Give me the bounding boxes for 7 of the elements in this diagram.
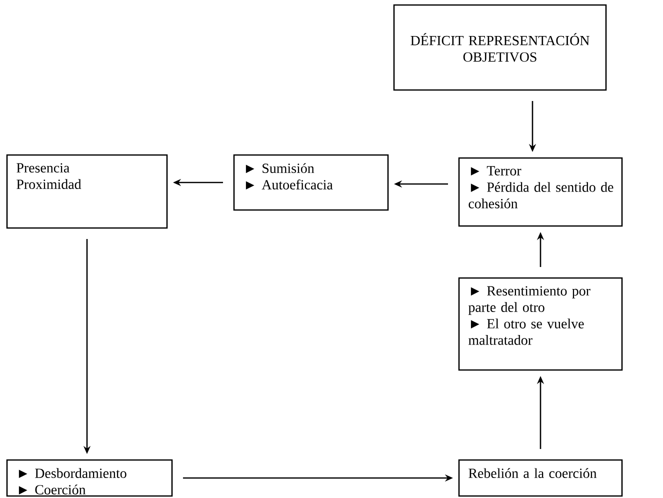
process-box: ► Terror ► Pérdida del sentido de cohesión [458,157,623,227]
heading-box: DÉFICIT REPRESENTACIÓN OBJETIVOS [393,4,607,91]
process-box: ► Desbordamiento ► Coerción [6,459,173,497]
process-box: Presencia Proximidad [6,154,168,229]
process-box: ► Resentimiento por parte del otro ► El otro se vuelve maltratador [458,277,623,371]
process-box: ► Sumisión ► Autoeficacia [233,154,389,211]
process-box: Rebelión a la coerción [458,459,623,497]
